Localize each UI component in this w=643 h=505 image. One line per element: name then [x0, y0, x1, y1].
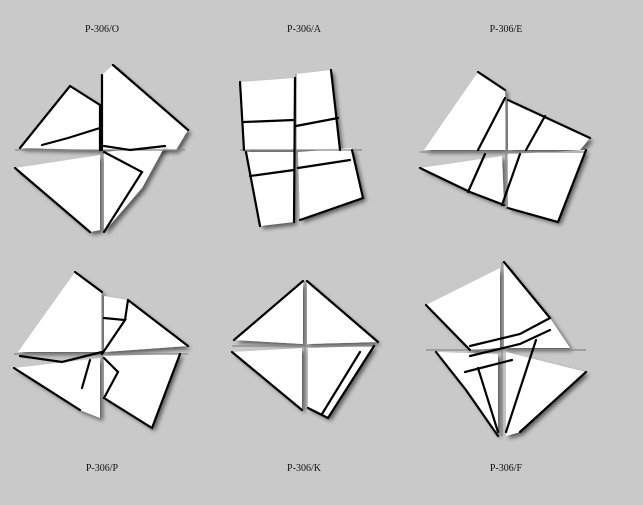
- figure-o: [13, 63, 190, 234]
- figure-k: [230, 279, 380, 420]
- figure-label-4: P-306/P: [85, 463, 119, 474]
- figure-p: [12, 270, 190, 430]
- figure-label-5: P-306/K: [287, 463, 321, 474]
- figure-e: [418, 70, 592, 224]
- figure-label-6: P-306/F: [489, 463, 523, 474]
- figure-f: [424, 260, 588, 438]
- figure-label-2: P-306/A: [287, 24, 321, 35]
- figure-a: [238, 68, 365, 228]
- figure-label-1: P-306/O: [85, 24, 119, 35]
- figure-label-3: P-306/E: [489, 24, 523, 35]
